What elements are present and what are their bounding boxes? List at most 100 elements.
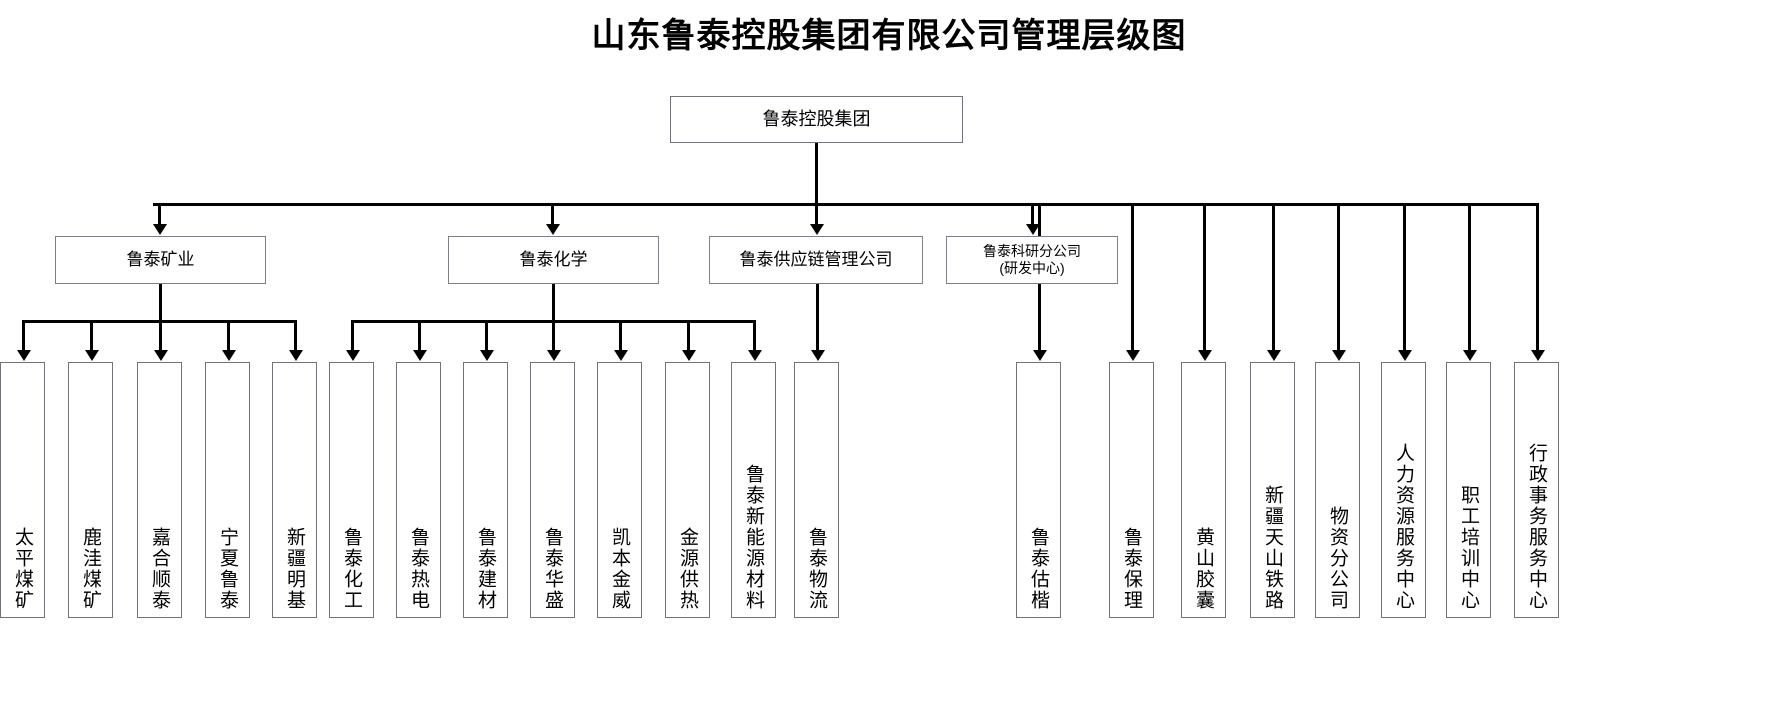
arrow-wuliu [811, 350, 825, 361]
node-jiancai-label: 鲁泰建材 [475, 527, 496, 611]
connector-bus-to-hr [1403, 203, 1406, 351]
arrow-kaiben [614, 350, 628, 361]
connector-supply-stem [816, 284, 819, 351]
node-xinjiang-mingji[interactable]: 新疆明基 [272, 362, 317, 618]
arrow-jiahe [154, 350, 168, 361]
node-redian[interactable]: 鲁泰热电 [396, 362, 441, 618]
node-research-label-line2: (研发中心) [999, 260, 1065, 276]
node-jinyuan-label: 金源供热 [677, 527, 698, 611]
page-title: 山东鲁泰控股集团有限公司管理层级图 [591, 16, 1187, 56]
connector-mining-drop-5 [294, 320, 297, 351]
connector-chem-drop-7 [753, 320, 756, 351]
node-admin[interactable]: 行政事务服务中心 [1514, 362, 1559, 618]
connector-chem-drop-1 [351, 320, 354, 351]
node-xinnengyuan[interactable]: 鲁泰新能源材料 [731, 362, 776, 618]
connector-chem-stem [552, 284, 555, 321]
node-baoli-label: 鲁泰保理 [1121, 527, 1142, 611]
arrow-huasheng [547, 350, 561, 361]
node-huangshan-label: 黄山胶囊 [1193, 527, 1214, 611]
arrow-mining [153, 224, 167, 235]
connector-bus-to-wuzi [1337, 203, 1340, 351]
connector-bus-to-tianshan [1272, 203, 1275, 351]
node-jiahe[interactable]: 嘉合顺泰 [137, 362, 182, 618]
node-supply[interactable]: 鲁泰供应链管理公司 [709, 236, 923, 284]
arrow-gukai [1033, 350, 1047, 361]
arrow-ningxia [222, 350, 236, 361]
connector-chem-drop-5 [619, 320, 622, 351]
connector-chem-drop-2 [418, 320, 421, 351]
node-root-label: 鲁泰控股集团 [762, 108, 871, 129]
connector-mining-drop-4 [227, 320, 230, 351]
node-wuliu[interactable]: 鲁泰物流 [794, 362, 839, 618]
connector-bus-to-admin [1536, 203, 1539, 351]
connector-root-stem [815, 143, 818, 205]
arrow-wuzi [1332, 350, 1346, 361]
arrow-xinnengyuan [748, 350, 762, 361]
connector-bus-to-supply [815, 203, 818, 225]
arrow-redian [413, 350, 427, 361]
connector-bus-to-baoli [1131, 203, 1134, 351]
arrow-taiping [17, 350, 31, 361]
node-gukai[interactable]: 鲁泰估楷 [1016, 362, 1061, 618]
connector-mining-stem [159, 284, 162, 321]
node-chem-label: 鲁泰化学 [519, 249, 588, 269]
connector-bus-to-research [1031, 203, 1034, 225]
node-kaiben[interactable]: 凯本金威 [597, 362, 642, 618]
connector-bus-to-chem [551, 203, 554, 225]
connector-mining-drop-1 [22, 320, 25, 351]
arrow-hr [1398, 350, 1412, 361]
node-huangshan[interactable]: 黄山胶囊 [1181, 362, 1226, 618]
node-wuliu-label: 鲁泰物流 [806, 527, 827, 611]
node-luwa-label: 鹿洼煤矿 [80, 527, 101, 611]
arrow-research [1026, 224, 1040, 235]
connector-bus-to-huangshan [1203, 203, 1206, 351]
node-taiping[interactable]: 太平煤矿 [0, 362, 45, 618]
node-hr[interactable]: 人力资源服务中心 [1381, 362, 1426, 618]
arrow-jiancai [480, 350, 494, 361]
connector-chem-drop-6 [687, 320, 690, 351]
node-xinjiang-mingji-label: 新疆明基 [284, 527, 305, 611]
node-training-label: 职工培训中心 [1458, 485, 1479, 611]
node-taiping-label: 太平煤矿 [12, 527, 33, 611]
node-redian-label: 鲁泰热电 [408, 527, 429, 611]
node-jiahe-label: 嘉合顺泰 [149, 527, 170, 611]
node-xinnengyuan-label: 鲁泰新能源材料 [743, 464, 764, 611]
node-gukai-label: 鲁泰估楷 [1028, 527, 1049, 611]
node-baoli[interactable]: 鲁泰保理 [1109, 362, 1154, 618]
arrow-xinjiang [289, 350, 303, 361]
node-training[interactable]: 职工培训中心 [1446, 362, 1491, 618]
node-wuzi[interactable]: 物资分公司 [1315, 362, 1360, 618]
arrow-luwa [85, 350, 99, 361]
node-kaiben-label: 凯本金威 [609, 527, 630, 611]
arrow-supply [810, 224, 824, 235]
node-huasheng-label: 鲁泰华盛 [542, 527, 563, 611]
node-ningxia[interactable]: 宁夏鲁泰 [205, 362, 250, 618]
arrow-training [1463, 350, 1477, 361]
node-tianshan[interactable]: 新疆天山铁路 [1250, 362, 1295, 618]
node-huagong[interactable]: 鲁泰化工 [329, 362, 374, 618]
connector-main-bus [153, 203, 1538, 206]
arrow-huangshan [1198, 350, 1212, 361]
node-mining-label: 鲁泰矿业 [126, 249, 195, 269]
arrow-baoli [1126, 350, 1140, 361]
node-jiancai[interactable]: 鲁泰建材 [463, 362, 508, 618]
arrow-admin [1531, 350, 1545, 361]
node-supply-label: 鲁泰供应链管理公司 [739, 249, 893, 269]
connector-bus-to-mining [158, 203, 161, 225]
node-root[interactable]: 鲁泰控股集团 [670, 96, 963, 143]
node-research[interactable]: 鲁泰科研分公司 (研发中心) [946, 236, 1118, 284]
node-mining[interactable]: 鲁泰矿业 [55, 236, 266, 284]
node-research-label-line1: 鲁泰科研分公司 [983, 242, 1081, 259]
node-huasheng[interactable]: 鲁泰华盛 [530, 362, 575, 618]
node-huagong-label: 鲁泰化工 [341, 527, 362, 611]
node-luwa[interactable]: 鹿洼煤矿 [68, 362, 113, 618]
node-ningxia-label: 宁夏鲁泰 [217, 527, 238, 611]
connector-bus-to-training [1468, 203, 1471, 351]
connector-mining-drop-2 [90, 320, 93, 351]
node-jinyuan[interactable]: 金源供热 [665, 362, 710, 618]
node-hr-label: 人力资源服务中心 [1393, 443, 1414, 611]
node-admin-label: 行政事务服务中心 [1526, 443, 1547, 611]
node-chem[interactable]: 鲁泰化学 [448, 236, 659, 284]
connector-chem-drop-4 [552, 320, 555, 351]
